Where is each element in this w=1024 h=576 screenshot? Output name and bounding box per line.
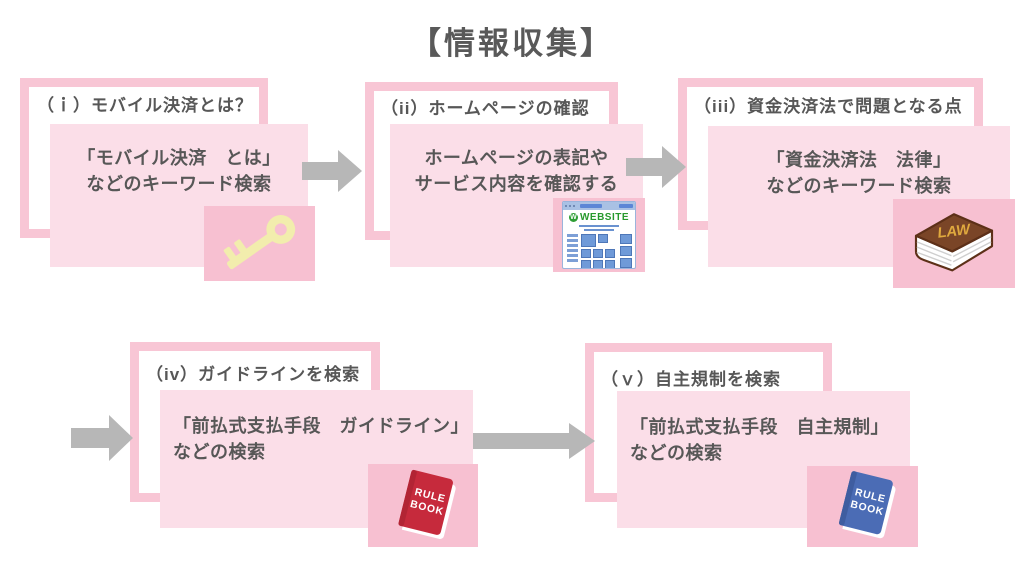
website-icon: W WEBSITE [562,201,636,269]
step-3-body-line2: などのキーワード検索 [766,176,952,196]
step-2-header: （ii）ホームページの確認 [381,99,590,118]
step-1-body: 「モバイル決済 とは」 などのキーワード検索 [50,124,308,197]
website-label: WEBSITE [579,212,630,223]
diagram-title: 【情報収集】 [410,26,614,61]
step-2-body-line1: ホームページの表記や [424,148,609,168]
rule-book-red-icon: RULE BOOK [385,465,461,546]
key-icon [216,211,304,276]
law-book-label: LAW [937,222,972,242]
arrow-step2-to-step3 [626,146,686,193]
step-1-body-line2: などのキーワード検索 [86,174,272,194]
step-4-card: 「前払式支払手段 ガイドライン」 などの検索 [160,390,473,528]
step-3-icon-box: LAW [893,199,1015,288]
browser-titlebar [563,202,635,210]
step-4-icon-box: RULE BOOK [368,464,478,547]
step-2-body-line2: サービス内容を確認する [414,174,619,194]
step-4-header: （iv）ガイドラインを検索 [146,365,361,384]
arrow-step4-to-step5 [473,423,595,464]
step-5-body-line2: などの検索 [630,443,723,463]
step-1-card: 「モバイル決済 とは」 などのキーワード検索 [50,124,308,267]
website-badge: W [568,213,578,222]
arrow-into-step4 [71,415,133,466]
step-2-body: ホームページの表記や サービス内容を確認する [390,124,643,197]
step-4-body: 「前払式支払手段 ガイドライン」 などの検索 [160,390,473,465]
step-3-body: 「資金決済法 法律」 などのキーワード検索 [708,126,1010,199]
step-3-header: （iii）資金決済法で問題となる点 [694,97,963,116]
step-1-icon-box [204,206,315,281]
step-1-header: （ｉ）モバイル決済とは？ [37,96,253,115]
step-5-header: （ｖ）自主規制を検索 [601,370,781,389]
step-4-body-line2: などの検索 [173,442,266,462]
step-5-body-line1: 「前払式支払手段 自主規制」 [630,417,889,437]
step-5-icon-box: RULE BOOK [807,466,918,547]
step-1-body-line1: 「モバイル決済 とは」 [77,148,281,168]
step-2-icon-box: W WEBSITE [553,198,645,272]
rule-book-blue-icon: RULE BOOK [825,467,901,546]
law-book-icon: LAW [901,203,1007,284]
step-5-body: 「前払式支払手段 自主規制」 などの検索 [617,391,910,466]
step-3-body-line1: 「資金決済法 法律」 [766,150,952,170]
arrow-step1-to-step2 [302,150,362,197]
step-4-body-line1: 「前払式支払手段 ガイドライン」 [173,416,469,436]
